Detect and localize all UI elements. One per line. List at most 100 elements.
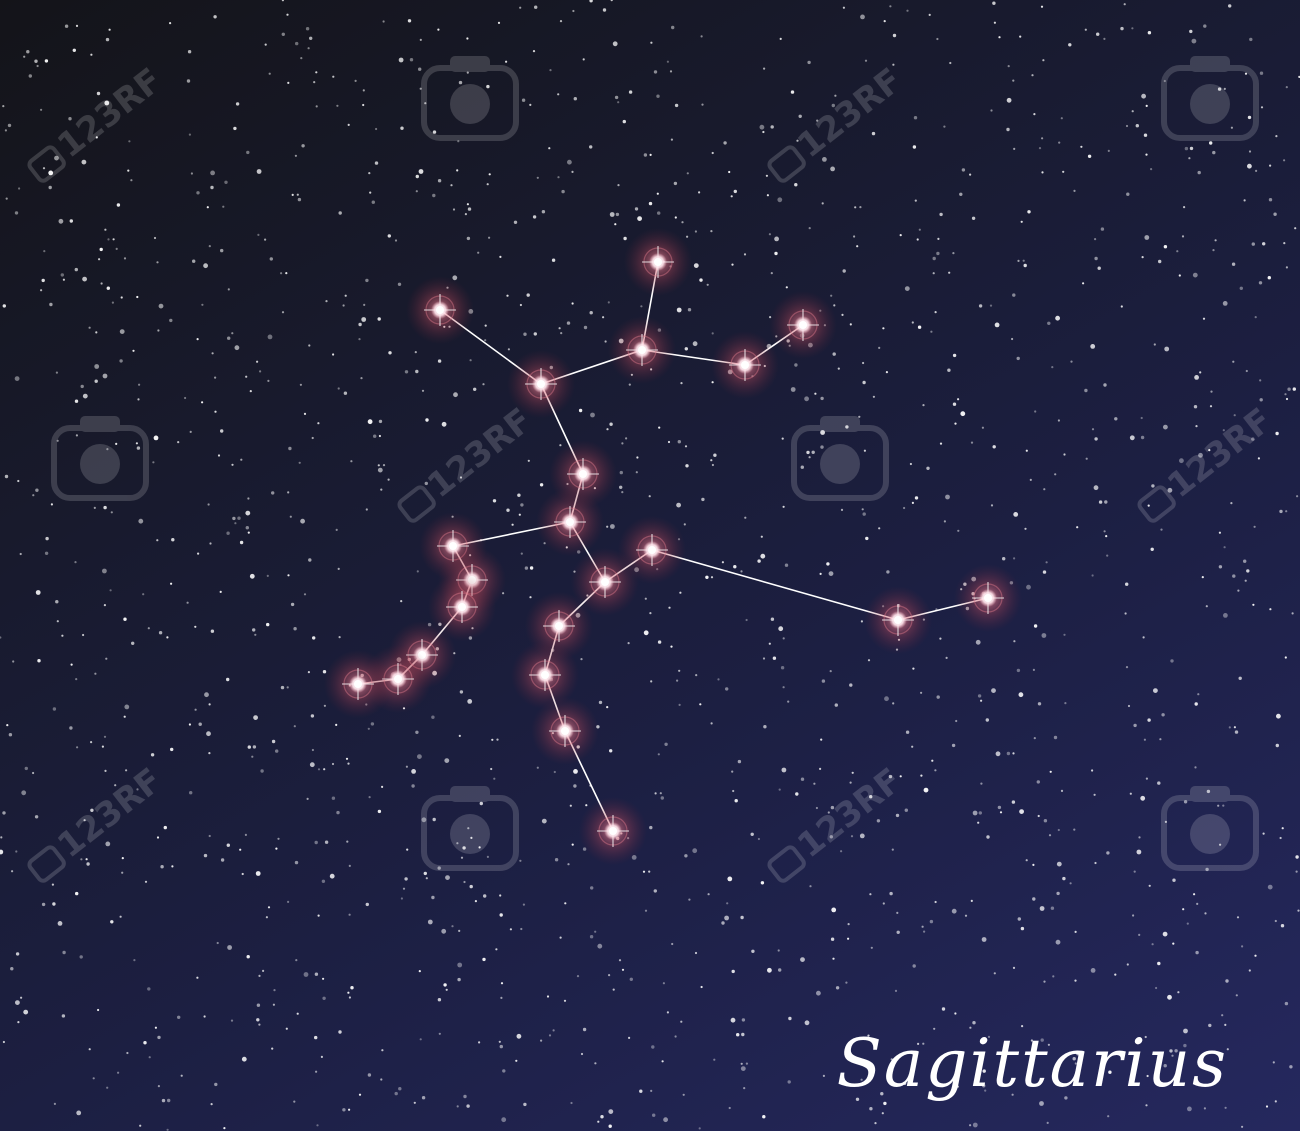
background-star [820,738,823,741]
background-star [1045,561,1048,564]
background-star [686,235,689,238]
background-star [521,98,526,102]
constellation-star [579,797,647,865]
background-star [142,593,145,596]
background-star [516,1033,522,1039]
background-star [1273,212,1277,216]
background-star [1147,31,1152,35]
background-star [381,1049,384,1052]
watermark-text: 123RF [50,60,169,166]
background-star [287,81,290,84]
background-star [358,322,362,327]
background-star [252,745,257,749]
background-star [934,769,937,772]
background-star [1272,1061,1275,1064]
background-star [1230,126,1233,129]
background-star [227,945,233,950]
background-star [322,977,325,980]
background-star [1012,752,1015,755]
background-star [1123,3,1126,6]
background-star [1043,819,1048,823]
background-star [867,1034,870,1037]
background-star [44,551,49,555]
constellation-star [711,331,779,399]
background-star [923,787,929,793]
background-star [666,1011,670,1014]
background-star [1150,168,1153,171]
background-star [597,943,603,949]
background-star [636,456,639,459]
watermark-text: 123RF [790,760,909,866]
background-star [156,539,159,542]
background-star [757,837,761,841]
background-star [1140,795,1146,801]
background-star [684,854,688,858]
background-star [111,301,114,304]
background-star [1058,141,1061,144]
background-star [1060,789,1064,793]
background-star [208,834,211,838]
background-star [332,75,335,78]
background-star [721,921,725,925]
background-star [698,191,701,194]
background-star [911,745,914,748]
background-star [1244,72,1248,75]
background-star [231,332,234,335]
background-star [971,216,976,220]
background-star [998,36,1001,39]
background-star [1230,502,1233,505]
background-star [1125,582,1129,586]
background-star [460,856,464,859]
camera-icon [51,416,149,501]
background-star [743,253,747,256]
background-star [156,836,160,839]
background-star [1171,1054,1174,1057]
background-star [363,303,366,306]
background-star [602,8,607,12]
background-star [418,67,422,71]
background-star [610,524,615,529]
background-star [469,884,473,889]
background-star [314,1035,318,1040]
background-star [204,692,209,698]
background-star [120,296,123,299]
background-star [867,659,871,662]
background-star [840,508,844,511]
background-star [482,957,486,962]
background-star [336,104,339,107]
background-star [1186,922,1189,925]
background-star [0,836,3,839]
background-star [1280,924,1285,928]
watermark-logo: 123RF [397,400,540,523]
background-star [227,336,231,340]
background-star [124,704,130,710]
background-star [993,21,997,24]
background-star [1285,86,1288,89]
background-star [939,442,943,445]
background-star [203,1015,206,1018]
background-star [1135,124,1140,128]
background-star [90,741,93,744]
background-star [466,37,469,40]
background-star [1019,809,1024,814]
background-star [40,108,43,111]
background-star [693,263,699,268]
background-star [280,685,285,690]
background-star [682,1093,685,1096]
background-star [136,446,141,450]
background-star [112,238,115,241]
background-star [770,617,775,621]
background-star [794,363,798,367]
background-star [669,70,673,73]
background-star [216,941,219,945]
background-star [153,435,159,441]
background-star [1244,579,1247,582]
background-star [1189,146,1194,151]
background-star [644,909,648,912]
background-star [459,690,464,694]
background-star [1194,375,1199,380]
background-star [62,950,66,955]
background-star [1265,1105,1269,1108]
background-star [1192,272,1198,278]
background-star [201,303,204,306]
